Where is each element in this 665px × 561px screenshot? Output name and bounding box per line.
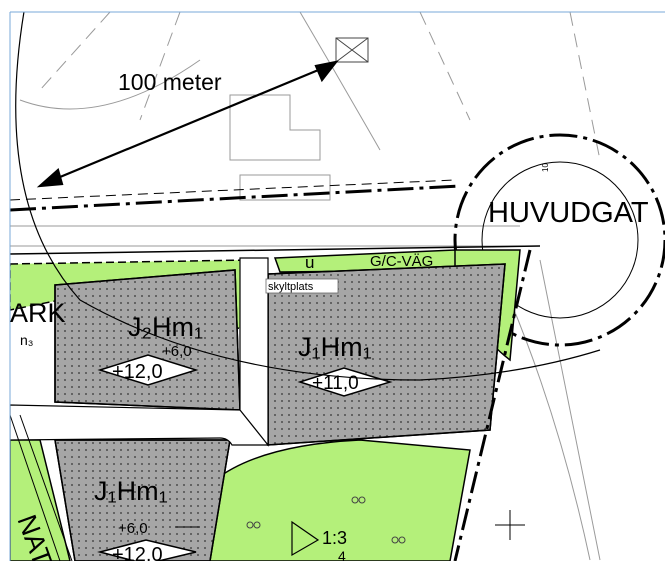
park-sub-label: n₃ <box>20 332 34 348</box>
sign-box <box>265 278 339 294</box>
u-label: u <box>305 253 314 272</box>
tree-symbol-icons <box>246 496 406 544</box>
building-blocks <box>54 263 506 561</box>
plan-boundary-line <box>453 249 532 561</box>
roundabout-circle <box>453 133 665 347</box>
slope-triangle-icon <box>291 520 320 557</box>
block-1-level: +12,0 <box>112 361 163 383</box>
radius-arc <box>15 12 601 381</box>
measure-arrow <box>36 60 339 188</box>
park-label: ARK <box>10 298 66 328</box>
street-boundary-lines <box>10 179 541 255</box>
map-frame <box>9 11 665 561</box>
block-1-height: +6,0 <box>162 343 192 360</box>
measure-label: 100 meter <box>118 69 222 95</box>
slope-sub-label: 4 <box>338 548 346 561</box>
block-3-code: J₁Hm₁ <box>94 476 168 506</box>
block-1-code: J₂Hm₁ <box>128 312 203 342</box>
slope-label: 1:3 <box>322 528 347 548</box>
left-road-lines <box>10 414 73 561</box>
contour-label: 10 <box>541 163 550 172</box>
internal-road <box>10 257 269 447</box>
square-symbol-icon <box>335 37 369 63</box>
path-label: G/C-VÄG <box>370 253 433 270</box>
block-2-code: J₁Hm₁ <box>298 332 372 362</box>
level-diamonds <box>97 354 393 561</box>
block-3-height: +6,0 <box>118 520 148 537</box>
cross-markers <box>175 510 525 540</box>
background-lines <box>10 12 601 561</box>
block-2-level: +11,0 <box>312 373 359 394</box>
block-3-level: +12,0 <box>112 544 163 561</box>
sign-label: skyltplats <box>268 281 314 293</box>
street-label: HUVUDGAT <box>488 197 649 229</box>
